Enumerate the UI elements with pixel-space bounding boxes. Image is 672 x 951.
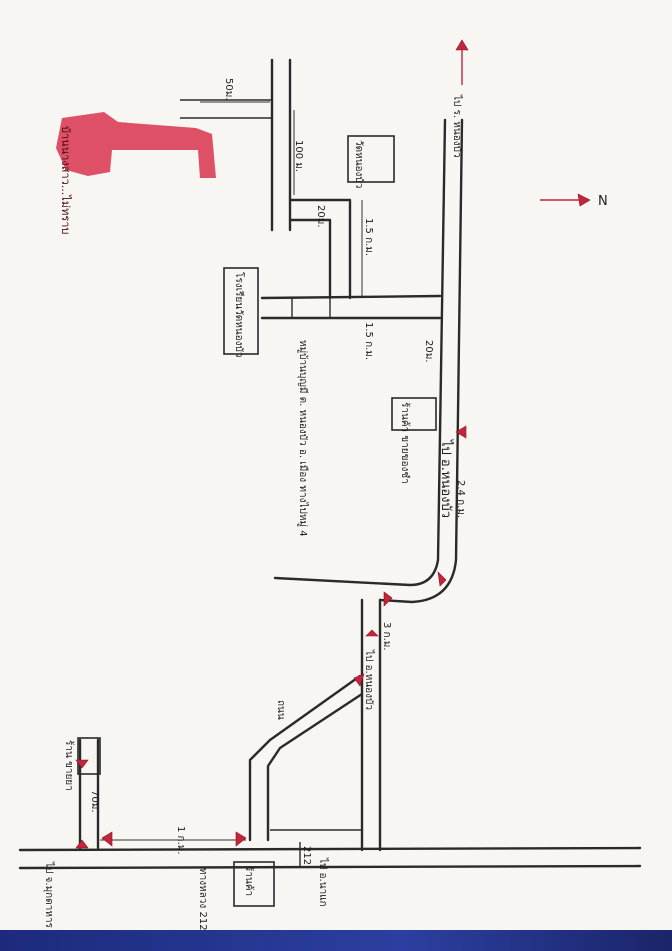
bottom-road-label: ไป อ.นาแก: [317, 857, 329, 907]
km-2-4: 2.4 ก.ม.: [455, 480, 466, 518]
bottom-box-a: [233, 861, 275, 907]
road2-label: ไป อ.หนองบัว: [363, 649, 375, 710]
svg-text:ร้าน ขายยา: ร้าน ขายยา: [63, 740, 75, 791]
nar-road-label: ถนน: [275, 700, 286, 720]
market-box: [391, 397, 437, 431]
num-70-label: 70ม.: [89, 790, 100, 813]
scan-edge-strip: [0, 930, 672, 951]
dist-20m: 20ม.: [315, 205, 326, 228]
temple-box: [347, 135, 395, 183]
svg-text:ร้านค้า: ร้านค้า: [243, 866, 255, 896]
school-box: [223, 267, 259, 355]
svg-text:ร้านค้า ขายของชำ: ร้านค้า ขายของชำ: [399, 402, 411, 484]
main-road-right-edge: [378, 118, 464, 604]
svg-text:โรงเรียนวัดหนองบัว: โรงเรียนวัดหนองบัว: [233, 272, 246, 358]
dist-1-5km-a: 1.5 ก.ม.: [363, 218, 374, 256]
top-road-label: ไป ร. หนองบัว: [451, 94, 463, 158]
dist-1-5km-b: 1.5 ก.ม.: [363, 322, 374, 360]
main-road-left-edge: [273, 118, 447, 587]
top-arrow-icon: [455, 39, 469, 51]
dist-100m: 100 ม.: [293, 140, 304, 172]
diagonal-road-a: [248, 674, 362, 842]
dist-50m: 50ม.: [223, 78, 234, 101]
bottom-left-box: [77, 737, 101, 775]
house-label: บ้านนางสาว...ไม่ทราบ: [59, 126, 72, 234]
road-212-label: ทางหลวง 212: [197, 868, 208, 931]
svg-text:วัดหนองบัว: วัดหนองบัว: [353, 140, 364, 188]
diagonal-road-b: [266, 692, 364, 842]
road-212-short: 212: [301, 846, 312, 865]
village-label: หมู่บ้านบุญมี ต. หนองบัว อ. เมือง ทางไปห…: [297, 340, 309, 537]
village-road-label: ไป อ.หนองบัว: [438, 439, 454, 518]
dist-20m-b: 20ม.: [423, 340, 434, 363]
km-3: 3 ก.ม.: [381, 622, 392, 651]
north-label: N: [598, 194, 608, 209]
bottom-left-road-label: ไป จ.มุกดาหาร: [43, 861, 55, 929]
house-marker: [56, 112, 216, 178]
upper-junction: [288, 198, 352, 300]
